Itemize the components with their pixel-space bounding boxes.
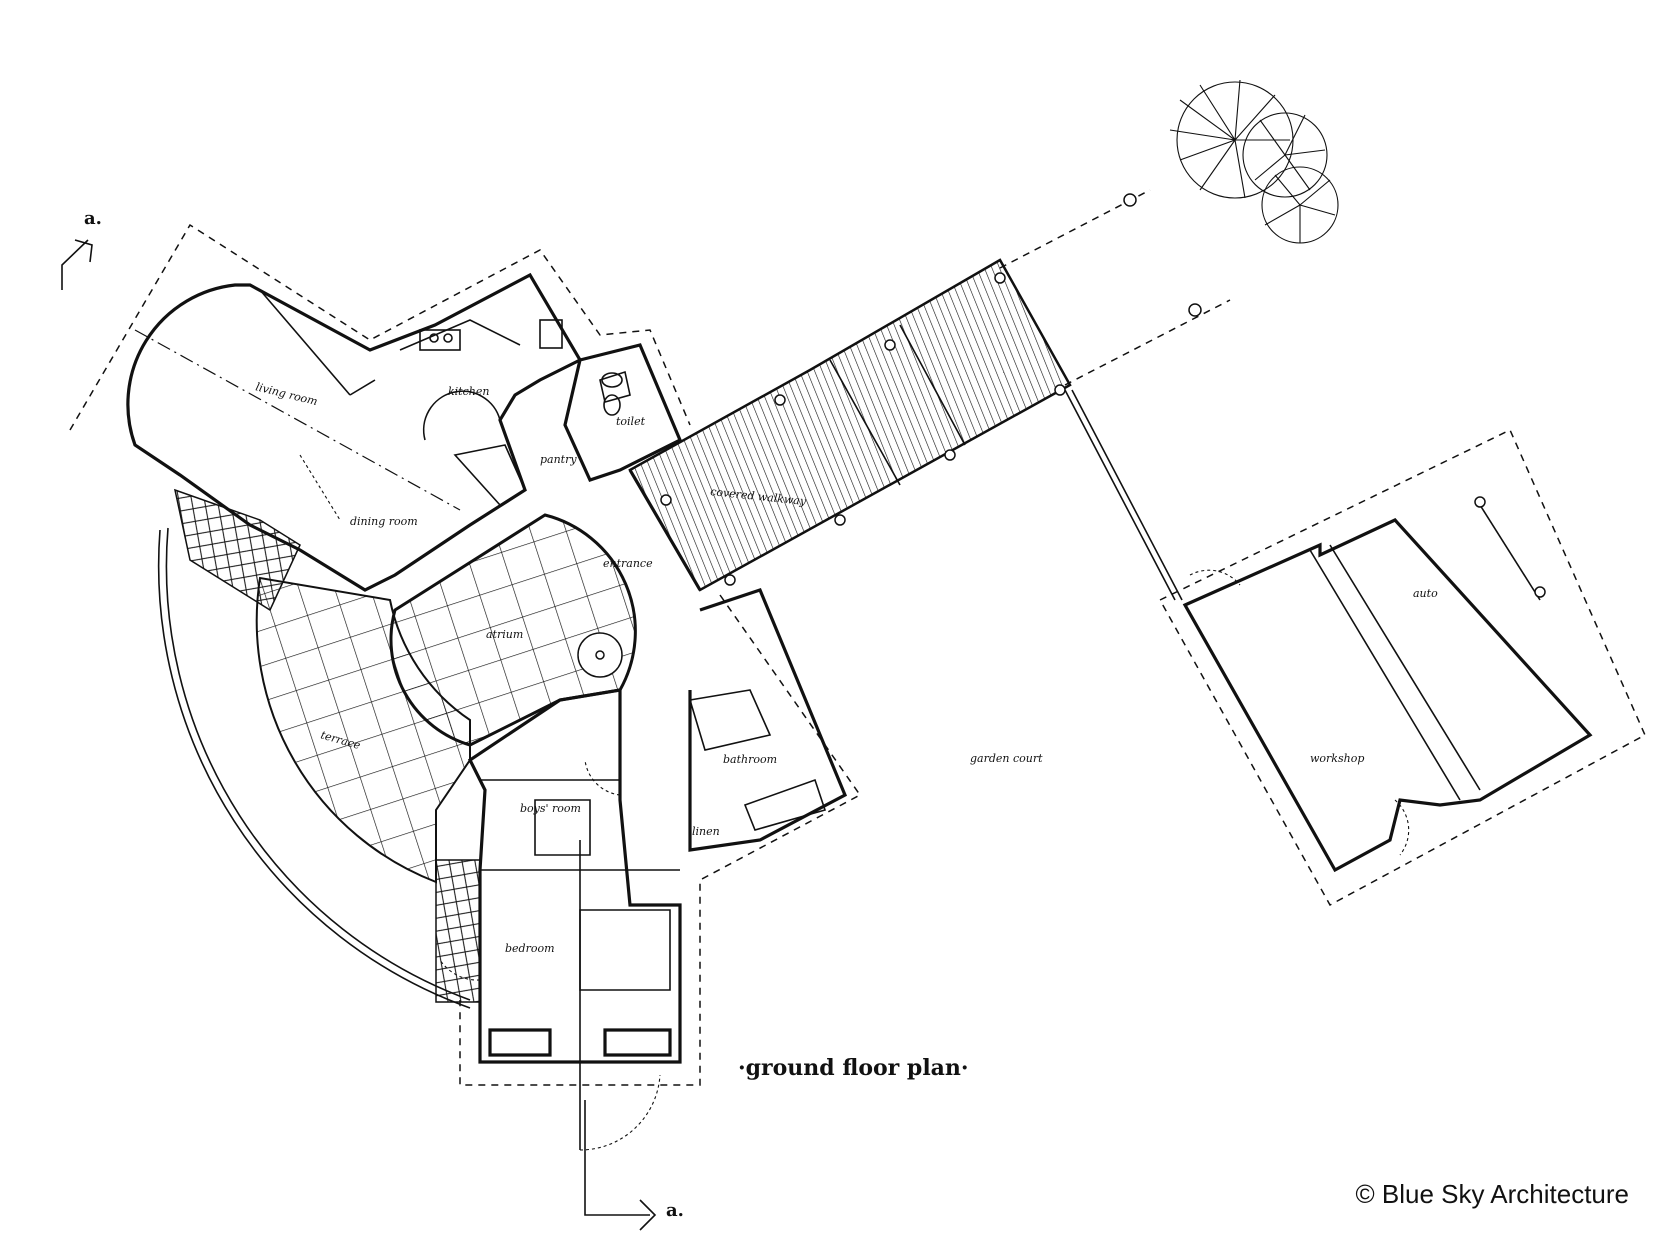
label-living-room: living room [254,380,319,408]
boundary-south [459,594,862,1086]
copyright-credit: © Blue Sky Architecture [1355,1179,1630,1209]
covered-walkway [628,258,1072,592]
terrace-outer-arc-inner [165,527,471,1001]
plan-title: ·ground floor plan· [738,1055,969,1081]
living-kitchen-wing [126,272,583,592]
label-entrance: entrance [603,557,653,570]
label-pantry: pantry [540,453,577,466]
label-workshop: workshop [1310,752,1364,765]
section-marker-top: a. [84,208,102,229]
label-toilet: toilet [616,415,646,428]
label-bedroom: bedroom [505,942,555,955]
kitchen-counter [419,329,461,351]
walkway-columns [660,272,1066,586]
atrium-floor [389,513,637,747]
hatched-strip-top [173,488,301,612]
label-linen: linen [692,825,720,838]
garage-boundary [1158,428,1646,907]
garage [1182,518,1593,873]
terrace-outer-arc [157,529,471,1009]
tree-group [1169,79,1339,244]
label-bathroom: bathroom [723,753,777,766]
south-wing [467,688,682,1064]
toilet-block [563,343,683,482]
hatched-strip-left [435,859,481,1003]
label-atrium: atrium [486,628,523,641]
label-dining-room: dining room [350,515,418,528]
label-auto: auto [1413,587,1438,600]
label-garden-court: garden court [970,752,1043,765]
section-line-bottom [584,1100,650,1216]
label-kitchen: kitchen [448,385,489,398]
section-line-top [61,239,89,290]
section-marker-bottom: a. [666,1200,684,1221]
boundary-north [69,223,691,431]
label-boys-room: boys' room [520,802,581,815]
